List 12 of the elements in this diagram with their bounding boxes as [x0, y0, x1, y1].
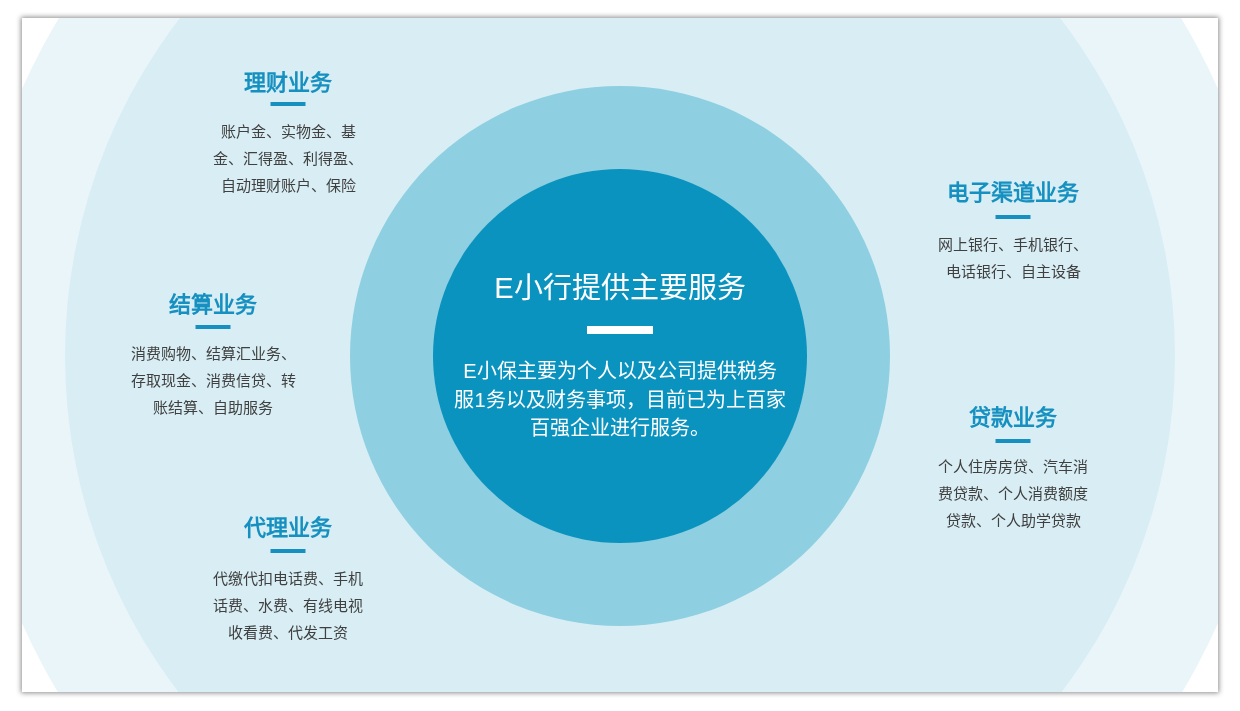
- category-heading: 结算业务: [169, 291, 257, 319]
- category-heading: 理财业务: [244, 69, 332, 97]
- category-description: 个人住房房贷、汽车消费贷款、个人消费额度贷款、个人助学贷款: [937, 456, 1089, 531]
- category-heading: 贷款业务: [969, 404, 1057, 432]
- category-heading: 代理业务: [244, 514, 332, 542]
- category-heading: 电子渠道业务: [947, 179, 1079, 207]
- category-description: 账户金、实物金、基金、汇得盈、利得盈、自动理财账户、保险: [212, 121, 364, 196]
- category-description: 代缴代扣电话费、手机话费、水费、有线电视收看费、代发工资: [212, 568, 364, 643]
- circle-title: E小行提供主要服务: [494, 271, 746, 306]
- circle-description: E小保主要为个人以及公司提供税务服1务以及财务事项，目前已为上百家百强企业进行服务。: [453, 359, 787, 441]
- category-description: 消费购物、结算汇业务、存取现金、消费信贷、转账结算、自助服务: [130, 343, 296, 418]
- category-description: 网上银行、手机银行、电话银行、自主设备: [937, 234, 1089, 282]
